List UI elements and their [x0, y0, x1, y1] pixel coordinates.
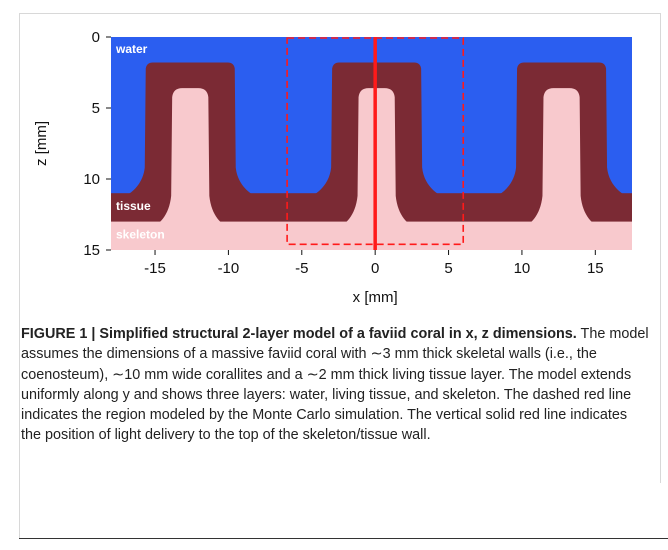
- x-tick-label: 15: [587, 260, 604, 277]
- x-tick-label: 5: [444, 260, 452, 277]
- caption-body: The model assumes the dimensions of a ma…: [21, 326, 649, 444]
- z-tick-label: 15: [83, 242, 100, 259]
- caption-side-rule: [19, 483, 20, 538]
- skeleton-base: [111, 221, 632, 250]
- z-tick-label: 10: [83, 171, 100, 188]
- x-tick-label: 10: [514, 260, 531, 277]
- caption-title: FIGURE 1 | Simplified structural 2-layer…: [21, 326, 577, 342]
- axes: -15 -10 -5 0 5 10 15 0 5 10 15: [83, 29, 603, 277]
- skeleton-wall: [523, 88, 600, 226]
- bottom-rule: [19, 538, 668, 539]
- figure-frame: [19, 13, 661, 483]
- z-tick-label: 0: [92, 29, 100, 46]
- figure-caption: FIGURE 1 | Simplified structural 2-layer…: [21, 324, 651, 446]
- x-tick-label: 0: [371, 260, 379, 277]
- layers-group: [111, 37, 632, 250]
- z-axis-label: z [mm]: [33, 121, 50, 166]
- water-label: water: [115, 42, 148, 56]
- x-tick-label: -5: [295, 260, 308, 277]
- x-tick-label: -15: [144, 260, 166, 277]
- tissue-label: tissue: [116, 199, 151, 213]
- skeleton-label: skeleton: [116, 228, 165, 242]
- x-axis-label: x [mm]: [353, 289, 398, 306]
- structural-model-figure: -15 -10 -5 0 5 10 15 0 5 10 15 water tissue skelet…: [33, 29, 632, 306]
- x-tick-label: -10: [218, 260, 240, 277]
- plot-area: [111, 37, 632, 250]
- skeleton-wall: [152, 88, 229, 226]
- z-tick-label: 5: [92, 100, 100, 117]
